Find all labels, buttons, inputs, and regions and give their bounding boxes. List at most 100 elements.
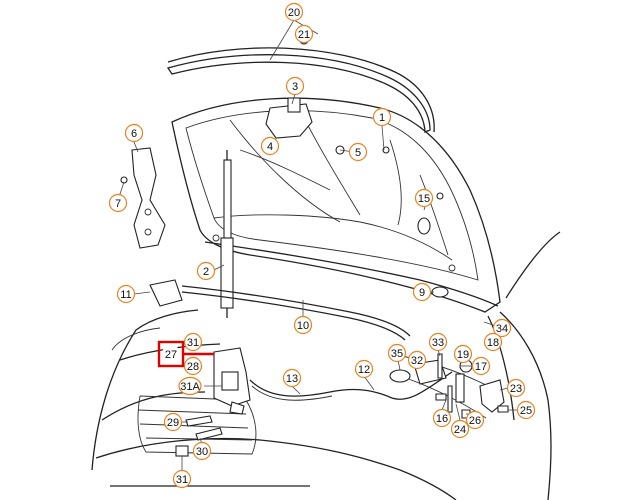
callout-number: 12 [358, 364, 370, 376]
callout-c4[interactable]: 4 [260, 136, 280, 156]
callout-circle [348, 142, 368, 162]
callout-number: 3 [292, 81, 298, 93]
callout-c20[interactable]: 20 [284, 2, 304, 22]
callout-circle [428, 332, 448, 352]
callout-number: 29 [167, 417, 179, 429]
callout-circle [294, 24, 314, 44]
callout-c31a[interactable]: 31 [183, 332, 203, 352]
callout-number: 35 [391, 348, 403, 360]
callout-number: 20 [288, 7, 300, 19]
callout-c34[interactable]: 34 [492, 318, 512, 338]
callout-circle [172, 469, 192, 489]
callout-c24[interactable]: 24 [450, 419, 470, 439]
callout-number: 5 [355, 147, 361, 159]
callout-number: 28 [187, 361, 199, 373]
callout-number: 25 [520, 405, 532, 417]
hood-trim-strip [166, 54, 431, 133]
hood-cable-channel [181, 285, 411, 337]
callout-c6[interactable]: 6 [124, 123, 144, 143]
callout-number: 23 [510, 383, 522, 395]
callout-circle [116, 284, 136, 304]
callout-c28[interactable]: 28 [183, 356, 203, 376]
callout-c3[interactable]: 3 [285, 76, 305, 96]
callout-number: 4 [267, 141, 273, 153]
callout-number: 31A [180, 381, 200, 393]
callout-c12[interactable]: 12 [354, 359, 374, 379]
callout-circle [407, 350, 427, 370]
callout-number: 11 [120, 289, 131, 301]
callout-circle [471, 356, 491, 376]
callout-c15[interactable]: 15 [414, 188, 434, 208]
callout-circle [178, 376, 202, 396]
callout-c7[interactable]: 7 [108, 193, 128, 213]
callout-c17[interactable]: 17 [471, 356, 491, 376]
hood-buffer [431, 286, 449, 298]
callout-c2[interactable]: 2 [196, 261, 216, 281]
callout-circle [161, 344, 181, 364]
callout-number: 10 [297, 320, 309, 332]
callout-c33[interactable]: 33 [428, 332, 448, 352]
callout-number: 31 [187, 337, 199, 349]
callout-number: 21 [298, 29, 310, 41]
callout-number: 33 [432, 337, 444, 349]
callout-circle [450, 419, 470, 439]
callout-number: 27 [165, 349, 177, 361]
callout-c35[interactable]: 35 [387, 343, 407, 363]
callout-c31b[interactable]: 31 [172, 469, 192, 489]
callout-circle [183, 332, 203, 352]
callout-circle [412, 282, 432, 302]
highlight-frame [157, 340, 185, 368]
callout-c13[interactable]: 13 [282, 368, 302, 388]
callout-number: 32 [411, 355, 423, 367]
callout-c11[interactable]: 11 [116, 284, 136, 304]
callout-c16[interactable]: 16 [432, 408, 452, 428]
callout-circle [282, 368, 302, 388]
callout-circle [354, 359, 374, 379]
callout-number: 2 [203, 266, 209, 278]
callout-circle [192, 441, 212, 461]
hood-stop [417, 217, 431, 235]
callout-circle [453, 344, 473, 364]
callout-number: 6 [131, 128, 137, 140]
hood-release-cable [249, 371, 453, 400]
callout-number: 17 [475, 361, 487, 373]
hood-lock-assembly [213, 347, 251, 415]
callout-number: 31 [176, 474, 188, 486]
callout-c25[interactable]: 25 [516, 400, 536, 420]
callout-circle [492, 318, 512, 338]
callout-circle [285, 76, 305, 96]
callout-c5[interactable]: 5 [348, 142, 368, 162]
callout-number: 34 [496, 323, 508, 335]
callout-c29[interactable]: 29 [163, 412, 183, 432]
callout-circle [260, 136, 280, 156]
callout-circle [183, 356, 203, 376]
callout-c10[interactable]: 10 [293, 315, 313, 335]
callout-circle [196, 261, 216, 281]
callout-number: 19 [457, 349, 469, 361]
callout-number: 26 [469, 415, 481, 427]
callout-c9[interactable]: 9 [412, 282, 432, 302]
callout-c21[interactable]: 21 [294, 24, 314, 44]
callout-circle [506, 378, 526, 398]
callout-c26[interactable]: 26 [465, 410, 485, 430]
callout-c18[interactable]: 18 [483, 332, 503, 352]
callout-circle [387, 343, 407, 363]
callout-circle [284, 2, 304, 22]
callout-number: 18 [487, 337, 499, 349]
hood-seal-strip [167, 47, 435, 133]
callout-c23[interactable]: 23 [506, 378, 526, 398]
callout-c30[interactable]: 30 [192, 441, 212, 461]
callout-number: 30 [196, 446, 208, 458]
callout-c31A[interactable]: 31A [178, 376, 202, 396]
callout-circle [432, 408, 452, 428]
hood-hinge [131, 147, 166, 249]
callout-number: 15 [418, 193, 430, 205]
callout-circle [163, 412, 183, 432]
callout-c1[interactable]: 1 [372, 107, 392, 127]
callout-c27[interactable]: 27 [161, 344, 181, 364]
hood-panel [171, 97, 501, 313]
callout-c19[interactable]: 19 [453, 344, 473, 364]
callout-c32[interactable]: 32 [407, 350, 427, 370]
